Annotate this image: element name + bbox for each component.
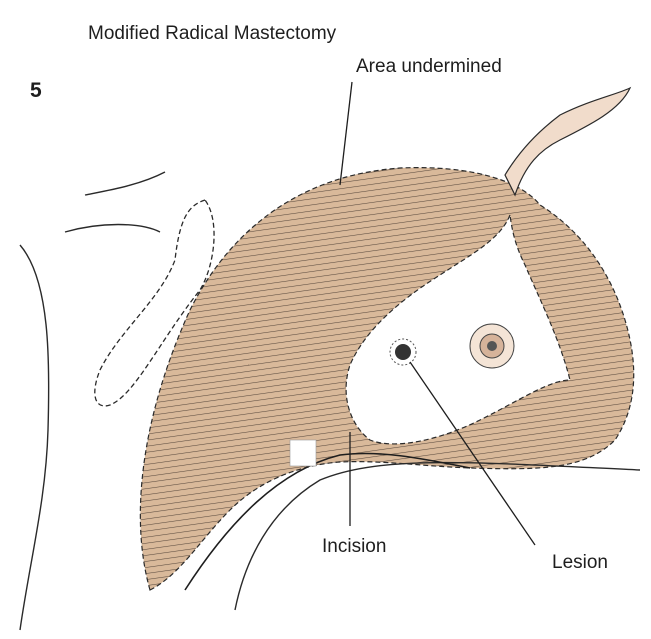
figure-title: Modified Radical Mastectomy bbox=[88, 24, 336, 43]
incision-label: Incision bbox=[322, 537, 386, 556]
area-undermined-label: Area undermined bbox=[356, 57, 502, 76]
lesion-label: Lesion bbox=[552, 553, 608, 572]
clavicle-contour-1 bbox=[85, 172, 165, 195]
incision-marker bbox=[290, 440, 316, 466]
shoulder-contour bbox=[505, 88, 630, 195]
area-undermined-leader bbox=[340, 82, 352, 185]
nipple-mark bbox=[470, 324, 514, 368]
clavicle-contour-2 bbox=[65, 225, 160, 233]
arm-contour bbox=[20, 245, 49, 630]
chest-contour bbox=[235, 463, 640, 610]
figure-number: 5 bbox=[30, 80, 42, 101]
